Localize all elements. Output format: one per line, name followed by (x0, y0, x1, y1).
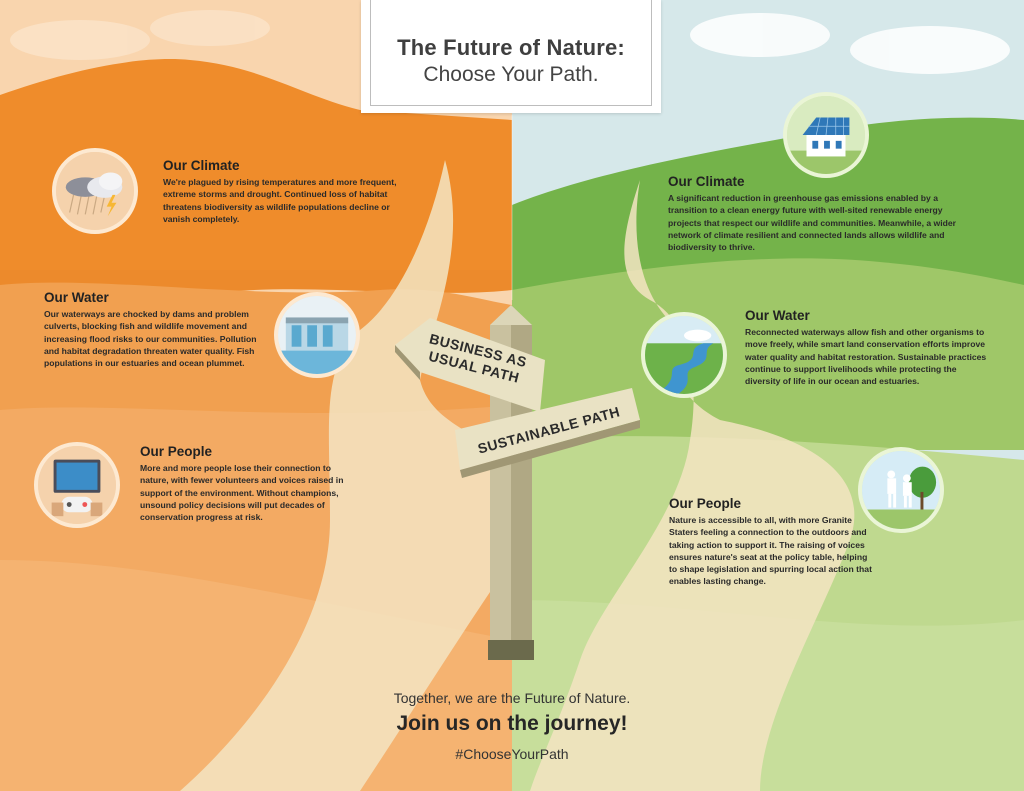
left-people-block: Our People More and more people lose the… (140, 444, 344, 523)
left-people-heading: Our People (140, 444, 213, 459)
right-climate-text: A significant reduction in greenhouse ga… (668, 193, 956, 253)
footer-hashtag: #ChooseYourPath (455, 746, 569, 762)
left-people-text: More and more people lose their connecti… (140, 463, 344, 523)
hikers-icon (858, 447, 944, 533)
right-water-text: Reconnected waterways allow fish and oth… (745, 327, 987, 387)
title-card: The Future of Nature: Choose Your Path. (361, 0, 661, 113)
footer-cta: Join us on the journey! (396, 712, 628, 735)
solar-house-icon (783, 92, 869, 178)
right-climate-heading: Our Climate (668, 174, 745, 189)
right-people-heading: Our People (669, 496, 742, 511)
video-game-icon (34, 442, 120, 528)
left-water-heading: Our Water (44, 290, 109, 305)
title-line2: Choose Your Path. (423, 63, 599, 86)
storm-cloud-icon (52, 148, 138, 234)
right-people-text: Nature is accessible to all, with more G… (669, 515, 872, 587)
title-line1: The Future of Nature: (397, 35, 625, 60)
right-climate-block: Our Climate A significant reduction in g… (668, 174, 958, 253)
left-climate-block: Our Climate We're plagued by rising temp… (163, 158, 403, 225)
footer-tagline: Together, we are the Future of Nature. (393, 690, 631, 706)
river-icon (641, 312, 727, 398)
dam-icon (274, 292, 360, 378)
left-climate-text: We're plagued by rising temperatures and… (163, 177, 397, 224)
left-water-text: Our waterways are chocked by dams and pr… (44, 309, 257, 369)
left-water-block: Our Water Our waterways are chocked by d… (44, 290, 270, 369)
right-water-heading: Our Water (745, 308, 810, 323)
left-climate-heading: Our Climate (163, 158, 240, 173)
right-water-block: Our Water Reconnected waterways allow fi… (745, 308, 993, 387)
right-people-block: Our People Nature is accessible to all, … (669, 496, 875, 588)
